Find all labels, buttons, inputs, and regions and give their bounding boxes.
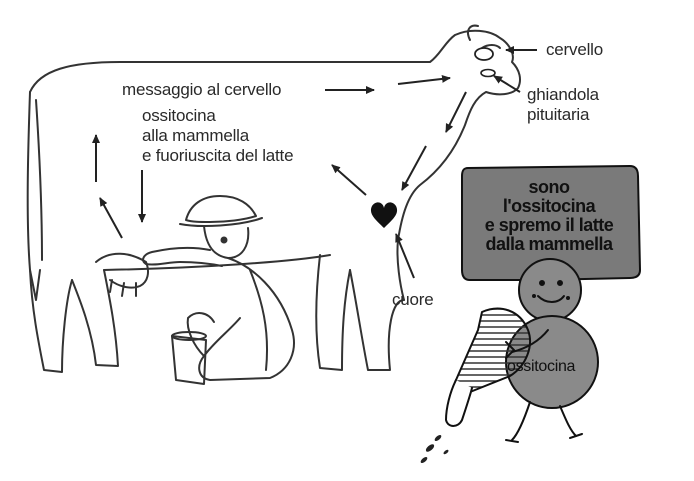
bubble-line-4: dalla mammella: [468, 235, 630, 254]
label-ghiandola: ghiandola: [527, 85, 599, 105]
label-cervello: cervello: [546, 40, 603, 60]
arrow-to-pituitary: [494, 76, 520, 92]
label-pituitaria: pituitaria: [527, 105, 589, 125]
pituitary-icon: [481, 70, 495, 77]
arrow-msg-2: [398, 78, 450, 84]
speech-bubble-text: sono l'ossitocina e spremo il latte dall…: [468, 178, 630, 254]
label-fuoriuscita: e fuoriuscita del latte: [142, 146, 293, 166]
milk-drops: [420, 434, 450, 464]
label-messaggio: messaggio al cervello: [122, 80, 281, 100]
bubble-line-2: l'ossitocina: [468, 197, 630, 216]
arrow-up-2: [100, 198, 122, 238]
bubble-line-3: e spremo il latte: [468, 216, 630, 235]
arrow-heart-up: [332, 165, 366, 195]
arrow-pituitary-down-1: [446, 92, 466, 132]
character-label: ossitocina: [507, 358, 575, 376]
brain-icon: [475, 48, 493, 60]
heart-icon: [371, 202, 397, 228]
label-ossitocina: ossitocina: [142, 106, 216, 126]
label-cuore: cuore: [392, 290, 434, 310]
oxytocin-character: [446, 259, 598, 442]
label-alla-mammella: alla mammella: [142, 126, 249, 146]
farmer-figure: [143, 196, 294, 384]
bubble-line-1: sono: [468, 178, 630, 197]
